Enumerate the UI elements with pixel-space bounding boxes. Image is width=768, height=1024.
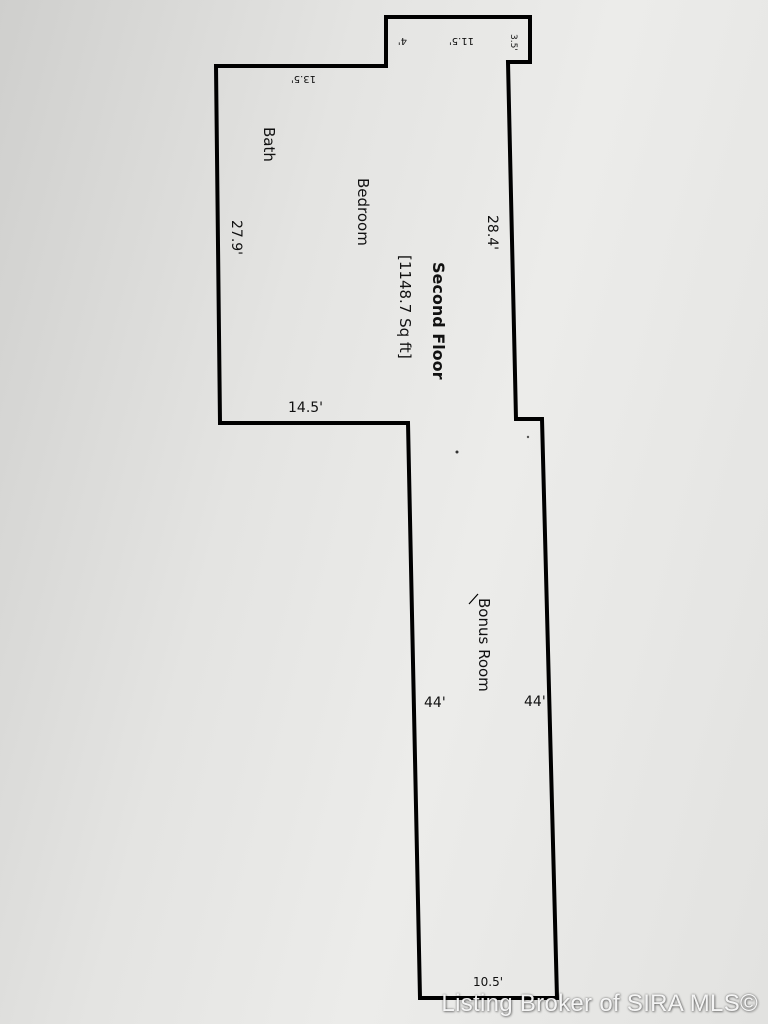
dimension-left-lower: 44' xyxy=(424,695,446,711)
dimension-bottom: 10.5' xyxy=(473,975,503,989)
dimension-upper-top: 13.5' xyxy=(291,73,316,84)
bonus-room-pointer xyxy=(468,593,479,605)
watermark: Listing Broker of SIRA MLS© xyxy=(441,990,758,1017)
dimension-top-right: 3.5' xyxy=(508,34,518,51)
dimension-right-lower: 44' xyxy=(524,694,546,710)
dimension-top-inner: 11.5' xyxy=(449,35,474,46)
room-label-bonus: Bonus Room xyxy=(475,598,493,692)
floor-title: Second Floor xyxy=(429,262,448,380)
floor-area: [1148.7 Sq ft] xyxy=(396,255,414,359)
dimension-left-side: 27.9' xyxy=(228,220,244,255)
floor-plan-outline xyxy=(213,15,560,1000)
dimension-right-upper: 28.4' xyxy=(484,215,500,250)
dimension-step: 14.5' xyxy=(288,400,323,416)
room-label-bedroom: Bedroom xyxy=(354,178,372,246)
dimension-top-short: 4' xyxy=(398,35,407,46)
room-label-bath: Bath xyxy=(260,127,278,162)
speck-1 xyxy=(455,450,459,454)
speck-2 xyxy=(526,435,530,439)
